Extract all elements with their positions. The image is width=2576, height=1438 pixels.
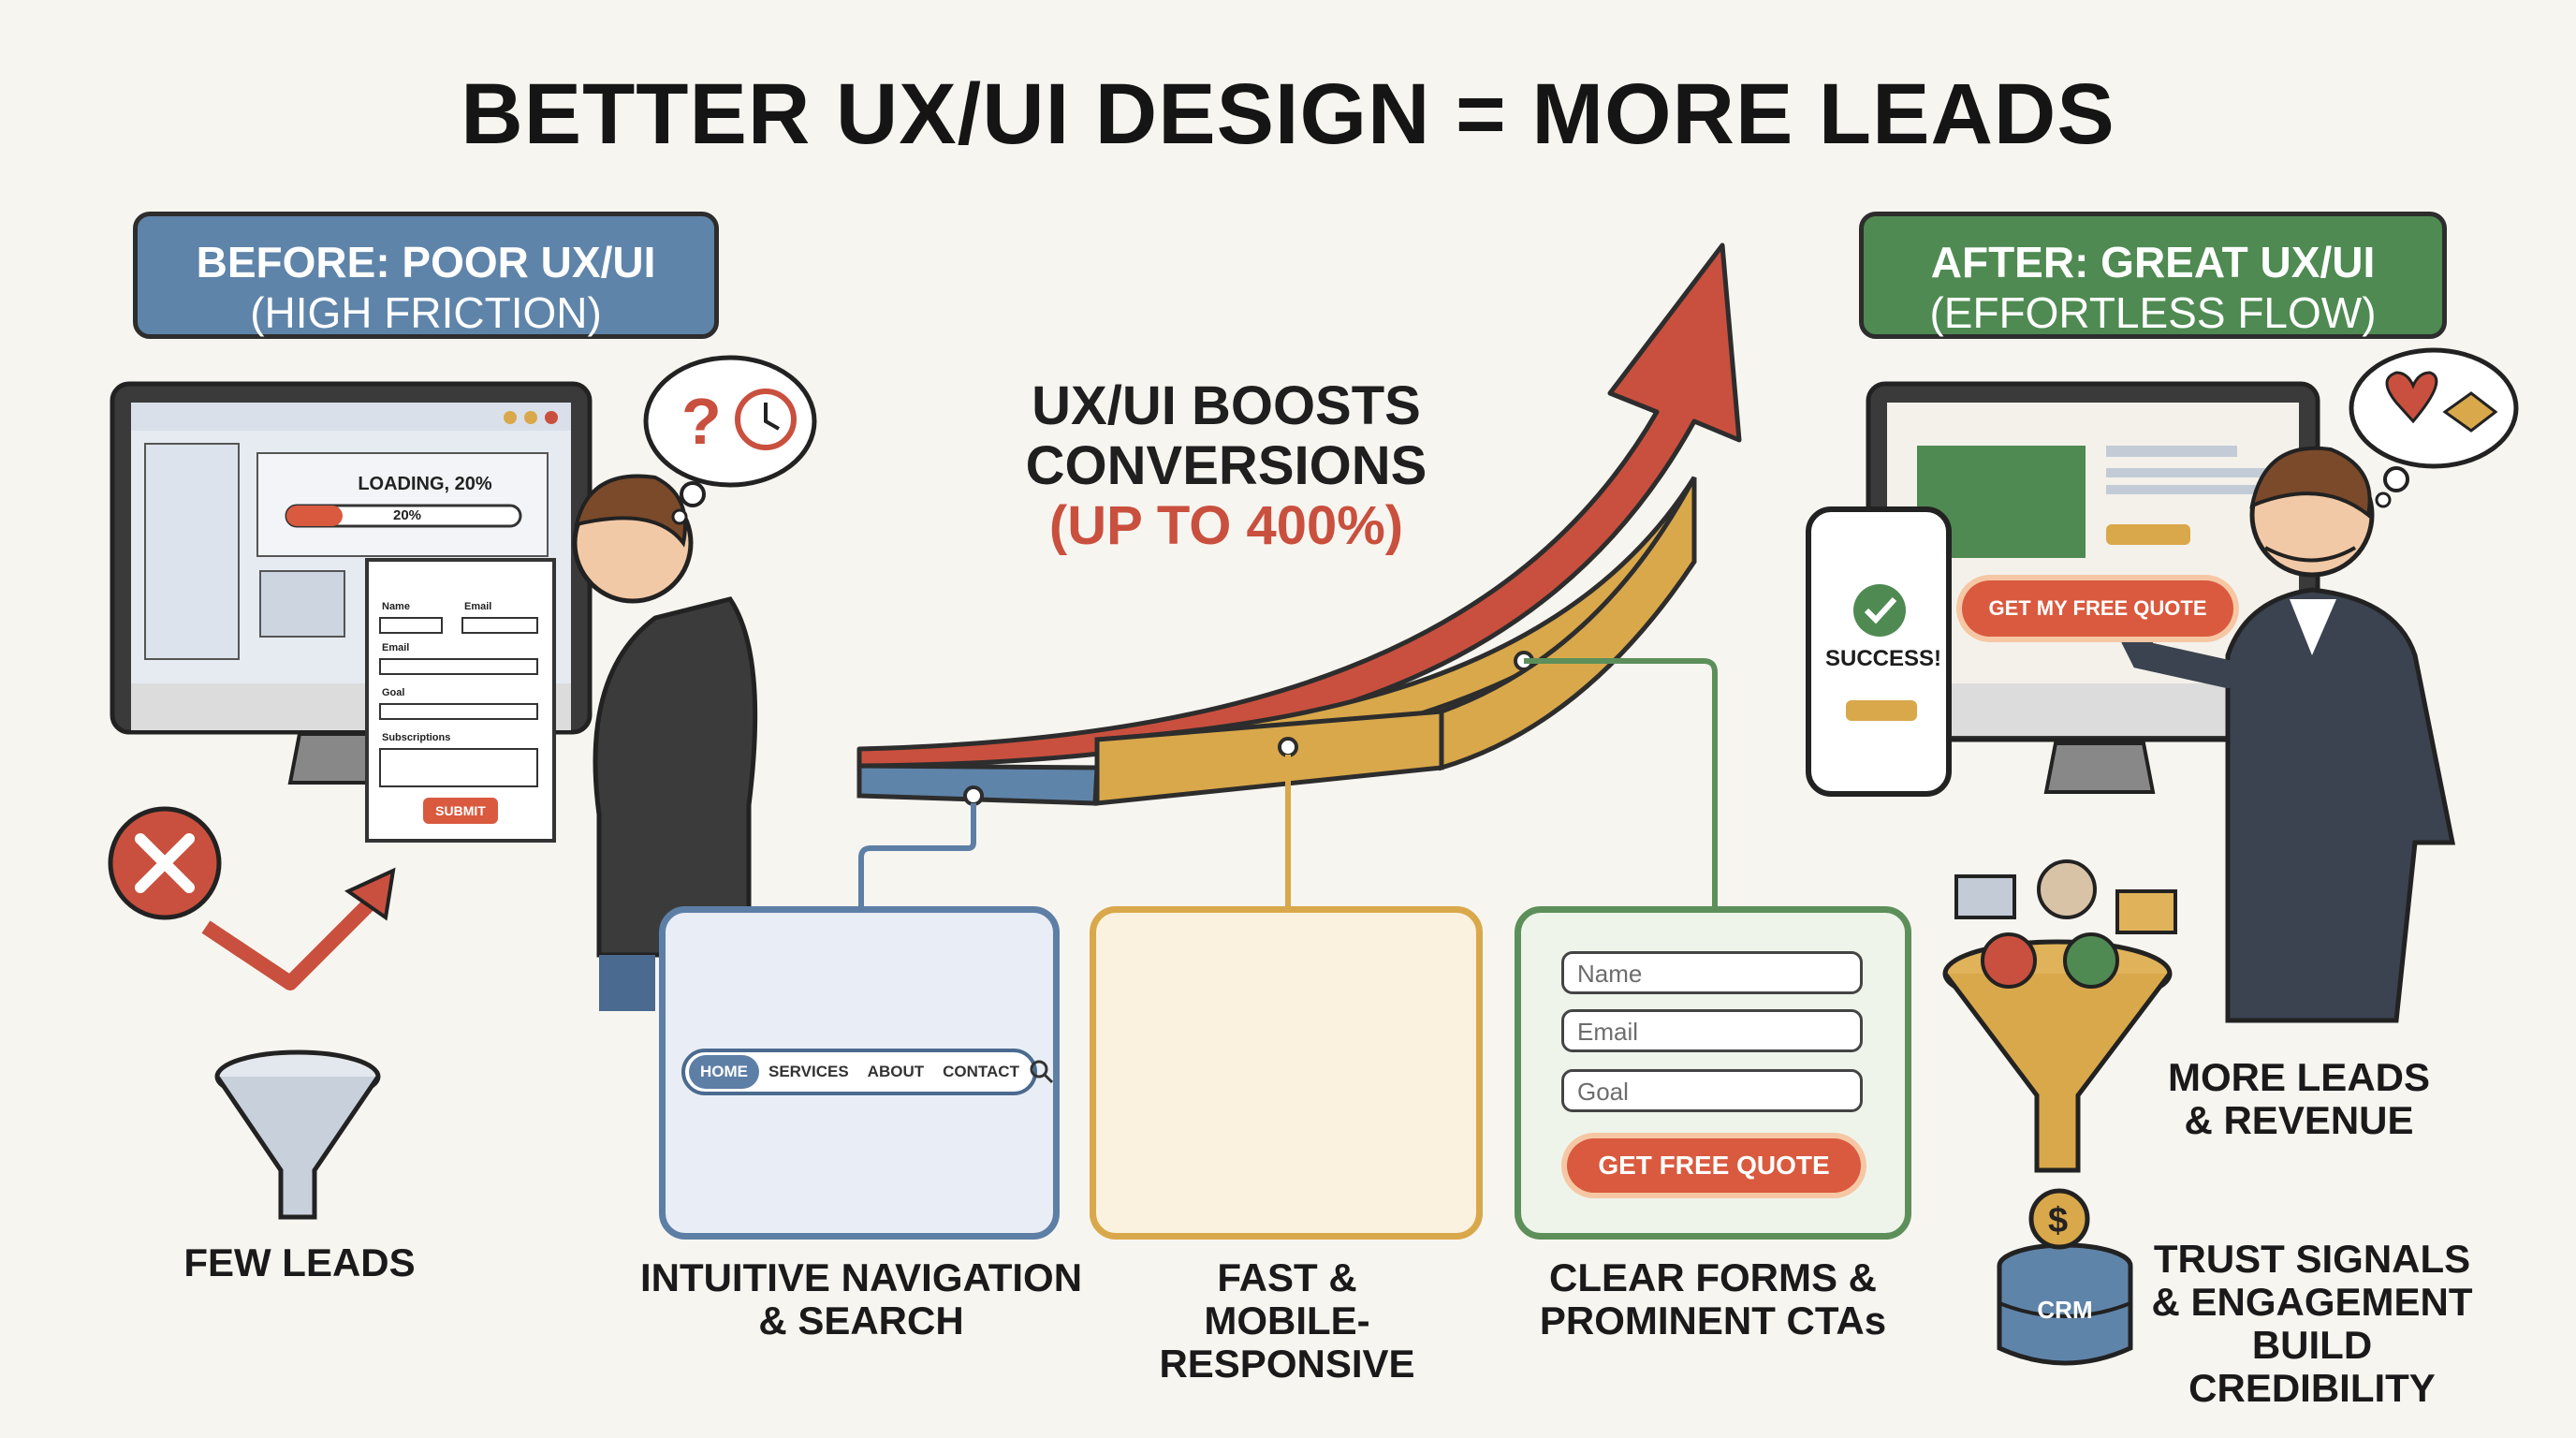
progress-label: 20% xyxy=(392,507,422,523)
get-my-free-quote-button[interactable]: GET MY FREE QUOTE xyxy=(1962,580,2233,637)
x-icon xyxy=(108,806,222,920)
svg-text:?: ? xyxy=(681,385,722,458)
name-field[interactable]: Name xyxy=(1561,951,1863,994)
trust-label-2: & ENGAGEMENT xyxy=(2151,1280,2473,1324)
email-field[interactable]: Email xyxy=(1561,1009,1863,1052)
trust-label-3: BUILD CREDIBILITY xyxy=(2188,1323,2436,1410)
cluttered-form xyxy=(365,558,556,843)
goal-field[interactable]: Goal xyxy=(1561,1069,1863,1112)
forms-label: CLEAR FORMS & PROMINENT CTAs xyxy=(1516,1256,1910,1343)
form-subscriptions-label: Subscriptions xyxy=(382,732,451,743)
before-banner-title: BEFORE: POOR UX/UI xyxy=(196,238,656,286)
crm-label: CRM xyxy=(2037,1296,2093,1324)
after-banner: AFTER: GREAT UX/UI (EFFORTLESS FLOW) xyxy=(1859,212,2447,339)
nav-bar: HOME SERVICES ABOUT CONTACT xyxy=(681,1049,1054,1095)
submit-button[interactable]: SUBMIT xyxy=(423,798,498,824)
nav-item-contact[interactable]: CONTACT xyxy=(943,1063,1019,1080)
funnel-icon-after xyxy=(1942,859,2177,1173)
form-goal-label: Goal xyxy=(382,687,405,698)
after-banner-sub: (EFFORTLESS FLOW) xyxy=(1929,288,2377,337)
boost-text: UX/UI BOOSTS CONVERSIONS (UP TO 400%) xyxy=(992,376,1460,556)
more-leads-label-1: MORE LEADS xyxy=(2167,1055,2430,1099)
frustrated-person xyxy=(572,474,758,1011)
success-text: SUCCESS! xyxy=(1824,646,1942,671)
loading-text: LOADING, 20% xyxy=(358,474,492,494)
phone xyxy=(1806,506,1952,797)
boost-line-1: UX/UI BOOSTS xyxy=(1032,375,1421,436)
svg-text:$: $ xyxy=(2048,1201,2068,1240)
nav-item-about[interactable]: ABOUT xyxy=(867,1063,925,1080)
thought-bubble-before: ? xyxy=(643,355,817,525)
responsive-card xyxy=(1090,906,1483,1240)
more-leads-label-2: & REVENUE xyxy=(2184,1098,2414,1142)
growth-arrow xyxy=(856,242,1742,806)
page-title: BETTER UX/UI DESIGN = MORE LEADS xyxy=(461,66,2115,162)
navigation-label-1: INTUITIVE NAVIGATION xyxy=(639,1255,1083,1299)
trust-label: TRUST SIGNALS & ENGAGEMENT BUILD CREDIBI… xyxy=(2125,1238,2499,1410)
navigation-label-2: & SEARCH xyxy=(758,1299,964,1343)
navigation-label: INTUITIVE NAVIGATION & SEARCH xyxy=(637,1256,1086,1343)
forms-label-2: PROMINENT CTAs xyxy=(1539,1299,1887,1343)
trust-label-1: TRUST SIGNALS xyxy=(2153,1237,2471,1281)
more-leads-label: MORE LEADS & REVENUE xyxy=(2149,1056,2449,1142)
nav-item-services[interactable]: SERVICES xyxy=(768,1063,849,1080)
form-name-label: Name xyxy=(382,601,410,612)
search-icon[interactable] xyxy=(1029,1052,1055,1092)
boost-line-2: CONVERSIONS xyxy=(1025,435,1427,496)
form-email2-label: Email xyxy=(382,642,410,653)
responsive-label-1: FAST & xyxy=(1217,1255,1357,1299)
happy-person xyxy=(2120,446,2456,1023)
after-banner-title: AFTER: GREAT UX/UI xyxy=(1930,238,2376,286)
form-email-label: Email xyxy=(464,601,492,612)
few-leads-label: FEW LEADS xyxy=(183,1240,416,1284)
nav-item-home[interactable]: HOME xyxy=(689,1055,759,1089)
funnel-icon-before xyxy=(214,1049,381,1220)
thought-bubble-after xyxy=(2349,347,2519,508)
forms-label-1: CLEAR FORMS & xyxy=(1549,1255,1877,1299)
before-banner: BEFORE: POOR UX/UI (HIGH FRICTION) xyxy=(133,212,719,339)
before-banner-sub: (HIGH FRICTION) xyxy=(250,288,602,337)
get-free-quote-button[interactable]: GET FREE QUOTE xyxy=(1567,1138,1861,1193)
responsive-label-2: MOBILE-RESPONSIVE xyxy=(1159,1299,1415,1386)
trend-arrow xyxy=(201,893,380,990)
boost-line-3: (UP TO 400%) xyxy=(1048,495,1404,556)
responsive-label: FAST & MOBILE-RESPONSIVE xyxy=(1086,1256,1488,1386)
crm-database-icon: $ xyxy=(1997,1188,2133,1366)
